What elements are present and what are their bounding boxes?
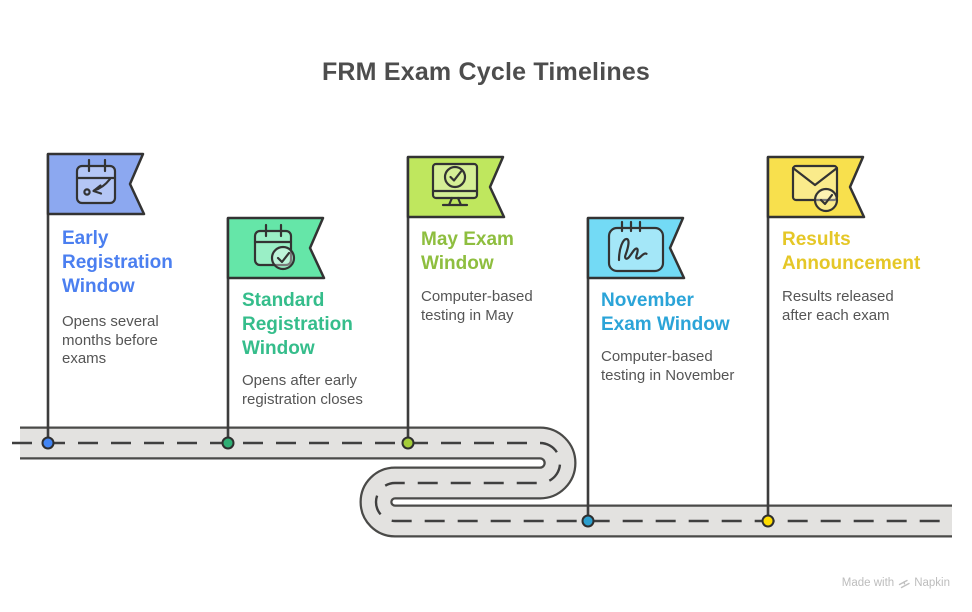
watermark-prefix: Made with xyxy=(841,577,895,589)
envelope-check-icon xyxy=(791,164,839,213)
road xyxy=(12,426,952,538)
mile-markers xyxy=(41,436,775,528)
page-title: FRM Exam Cycle Timelines xyxy=(321,58,651,86)
napkin-zap-icon xyxy=(898,579,910,589)
milestone-dot-results xyxy=(761,514,775,528)
milestone-description: Results released after each exam xyxy=(782,288,894,324)
flag-may-exam xyxy=(406,155,506,219)
monitor-check-icon xyxy=(431,162,479,207)
milestone-dot-standard-registration xyxy=(221,436,235,450)
flag-banner xyxy=(46,152,146,216)
flag-november-exam xyxy=(586,216,686,280)
milestone-title: Standard Registration Window xyxy=(242,290,353,359)
flag-standard-registration xyxy=(226,216,326,280)
milestone-description: Computer-based testing in November xyxy=(601,348,735,384)
flag-results-announcement xyxy=(766,155,866,219)
milestone-description: Opens several months before exams xyxy=(62,313,159,367)
flag-early-registration xyxy=(46,152,146,216)
milestone-dot-may-exam xyxy=(401,436,415,450)
milestone-description: Computer-based testing in May xyxy=(421,288,533,324)
calendar-check-icon xyxy=(253,223,296,271)
milestone-title: Early Registration Window xyxy=(62,228,173,297)
napkin-watermark: Made with Napkin xyxy=(842,577,950,589)
road-centerline xyxy=(12,441,952,523)
milestone-title: November Exam Window xyxy=(601,290,730,335)
calendar-back-arrow-icon xyxy=(75,158,117,205)
milestone-description: Opens after early registration closes xyxy=(242,372,363,408)
watermark-brand: Napkin xyxy=(914,577,950,589)
milestone-dot-early-registration xyxy=(41,436,55,450)
milestone-title: Results Announcement xyxy=(782,229,921,274)
milestone-title: May Exam Window xyxy=(421,229,514,274)
flag-banner xyxy=(226,216,326,280)
notepad-signature-icon xyxy=(607,220,665,273)
milestone-dot-november-exam xyxy=(581,514,595,528)
